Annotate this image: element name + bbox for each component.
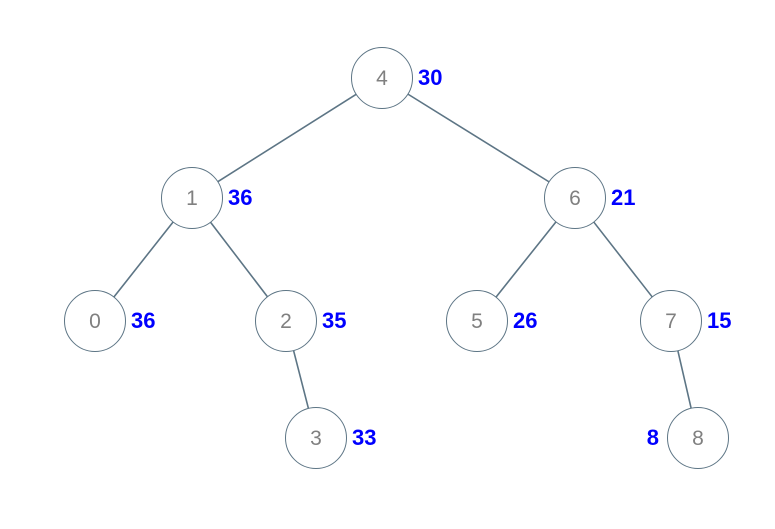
tree-node-2[interactable]: 2 — [255, 290, 317, 352]
tree-node-label: 6 — [569, 186, 581, 210]
tree-edge — [407, 93, 550, 183]
tree-edge — [292, 350, 310, 409]
tree-node-label: 8 — [692, 426, 704, 450]
tree-edge — [210, 221, 268, 298]
tree-node-value-0: 36 — [131, 308, 156, 333]
tree-node-5[interactable]: 5 — [446, 290, 508, 352]
tree-node-4[interactable]: 4 — [351, 47, 413, 109]
tree-node-label: 5 — [471, 309, 483, 333]
tree-node-label: 2 — [280, 309, 292, 333]
tree-node-3[interactable]: 3 — [285, 407, 347, 469]
tree-edge — [495, 221, 557, 298]
tree-edge — [677, 350, 692, 409]
tree-edge — [593, 221, 653, 298]
tree-node-1[interactable]: 1 — [161, 167, 223, 229]
tree-node-label: 4 — [376, 66, 388, 90]
tree-node-label: 3 — [310, 426, 322, 450]
tree-node-value-7: 15 — [707, 308, 732, 333]
tree-edge — [217, 93, 357, 183]
tree-node-7[interactable]: 7 — [640, 290, 702, 352]
tree-node-label: 0 — [89, 309, 101, 333]
tree-node-8[interactable]: 8 — [667, 407, 729, 469]
tree-node-label: 7 — [665, 309, 677, 333]
tree-node-value-3: 33 — [352, 425, 377, 450]
tree-node-6[interactable]: 6 — [544, 167, 606, 229]
tree-node-value-8: 8 — [646, 425, 659, 450]
tree-node-value-5: 26 — [513, 308, 538, 333]
tree-node-value-2: 35 — [322, 308, 347, 333]
tree-edge — [113, 221, 174, 298]
tree-node-value-4: 30 — [418, 65, 443, 90]
tree-node-value-1: 36 — [228, 185, 253, 210]
tree-node-0[interactable]: 0 — [64, 290, 126, 352]
tree-node-value-6: 21 — [611, 185, 636, 210]
tree-node-label: 1 — [186, 186, 198, 210]
